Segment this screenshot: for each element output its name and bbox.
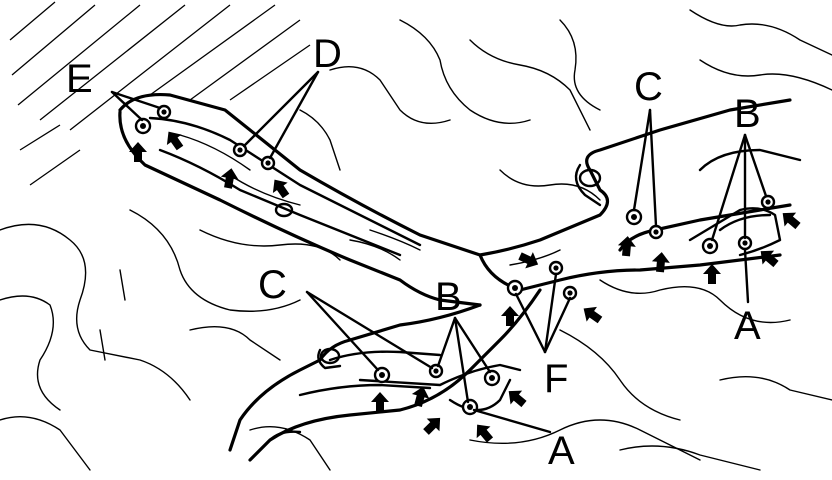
bolt bbox=[483, 369, 501, 387]
arrow-icon bbox=[760, 250, 779, 268]
bolt bbox=[134, 117, 152, 135]
bolt-arrows bbox=[129, 131, 801, 443]
callout-c-top: C bbox=[634, 65, 663, 109]
callout-a-right: A bbox=[734, 304, 761, 348]
callout-c-bottom: C bbox=[258, 263, 287, 307]
bolt bbox=[625, 208, 643, 226]
arrow-icon bbox=[518, 252, 539, 269]
callout-f: F bbox=[544, 357, 568, 401]
bolts bbox=[134, 104, 776, 416]
hatched-body-panel bbox=[9, 1, 311, 186]
callout-labels: E D C B A C B F A bbox=[66, 32, 761, 473]
arrow-icon bbox=[129, 142, 147, 162]
arrow-icon bbox=[508, 390, 527, 408]
arrow-icon bbox=[272, 179, 290, 199]
bolt bbox=[260, 155, 276, 171]
arrow-icon bbox=[617, 236, 636, 257]
bolt bbox=[461, 398, 479, 416]
arrow-icon bbox=[501, 306, 519, 326]
callout-b-top: B bbox=[734, 92, 761, 136]
subframe bbox=[118, 92, 802, 462]
callout-e: E bbox=[66, 57, 93, 101]
arrow-icon bbox=[476, 424, 494, 443]
bolt bbox=[548, 260, 564, 276]
leader-lines bbox=[110, 70, 768, 434]
arrow-icon bbox=[371, 392, 389, 412]
arrow-icon bbox=[703, 264, 721, 284]
arrow-icon bbox=[423, 417, 441, 435]
callout-b-bottom: B bbox=[435, 275, 462, 319]
bolt bbox=[648, 224, 664, 240]
arrow-icon bbox=[782, 212, 801, 230]
bolt bbox=[506, 279, 524, 297]
arrow-icon bbox=[583, 306, 603, 324]
arrow-icon bbox=[220, 168, 239, 189]
arrow-icon bbox=[166, 131, 184, 151]
bolt bbox=[760, 194, 776, 210]
bolt bbox=[701, 237, 719, 255]
arrow-icon bbox=[411, 386, 430, 408]
bolt bbox=[373, 366, 391, 384]
callout-a-bottom: A bbox=[548, 429, 575, 473]
bolt bbox=[156, 104, 172, 120]
arrow-icon bbox=[651, 252, 670, 273]
bolt bbox=[562, 285, 578, 301]
callout-d: D bbox=[313, 32, 342, 76]
bolt bbox=[232, 142, 248, 158]
